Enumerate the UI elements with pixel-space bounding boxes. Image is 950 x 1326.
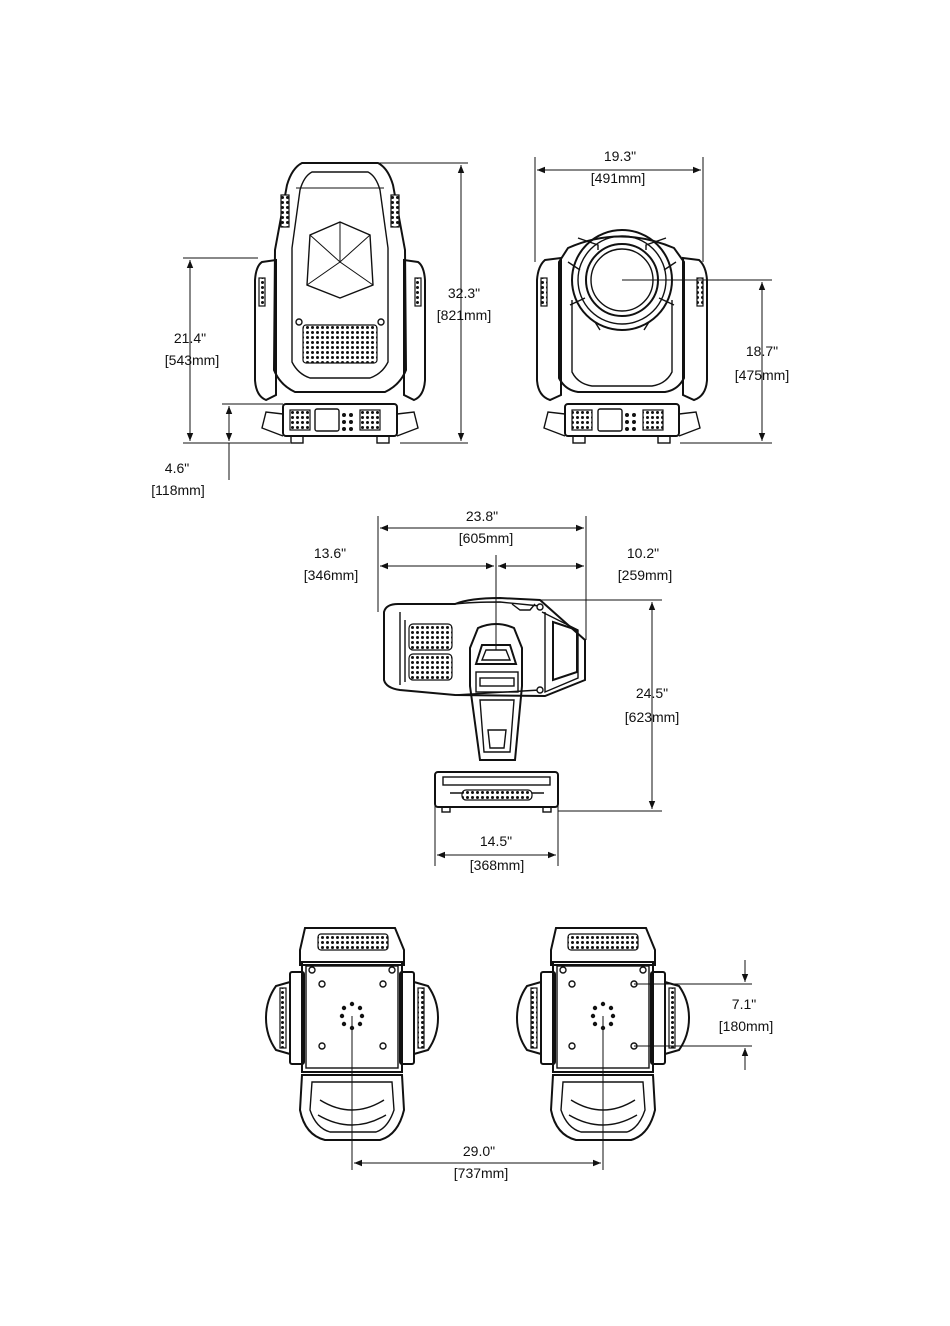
top-base-imperial: 14.5" — [480, 833, 512, 849]
front-base-metric: [118mm] — [151, 482, 204, 498]
top-vent-lower — [409, 654, 452, 680]
side-axis-metric: [475mm] — [735, 367, 789, 383]
side-view: 19.3" [491mm] 18.7" [475mm] — [535, 148, 789, 443]
bottom-view-right: 7.1" [180mm] — [517, 928, 773, 1140]
front-base-imperial: 4.6" — [165, 460, 189, 476]
bottom-spacing-metric: [737mm] — [454, 1165, 508, 1181]
top-height-metric: [623mm] — [625, 709, 679, 725]
top-vent-upper — [409, 624, 452, 650]
top-view: 23.8" [605mm] 13.6" [346mm] 10.2" [259mm… — [304, 508, 679, 873]
bottom-spacing-dimension: 29.0" [737mm] — [352, 1016, 603, 1181]
top-length-metric: [605mm] — [459, 530, 513, 546]
top-front-imperial: 13.6" — [314, 545, 346, 561]
bottom-holes-metric: [180mm] — [719, 1018, 773, 1034]
front-height-imperial: 32.3" — [448, 285, 480, 301]
side-axis-imperial: 18.7" — [746, 343, 778, 359]
front-tilt-imperial: 21.4" — [174, 330, 206, 346]
top-front-metric: [346mm] — [304, 567, 358, 583]
front-display — [315, 409, 339, 431]
left-side-vent — [281, 195, 289, 227]
top-rear-metric: [259mm] — [618, 567, 672, 583]
bottom-holes-imperial: 7.1" — [732, 996, 756, 1012]
top-length-imperial: 23.8" — [466, 508, 498, 524]
top-height-imperial: 24.5" — [636, 685, 668, 701]
side-width-imperial: 19.3" — [604, 148, 636, 164]
right-side-vent — [391, 195, 399, 227]
side-width-metric: [491mm] — [591, 170, 645, 186]
front-tilt-metric: [543mm] — [165, 352, 219, 368]
top-rear-imperial: 10.2" — [627, 545, 659, 561]
bottom-spacing-imperial: 29.0" — [463, 1143, 495, 1159]
top-base-metric: [368mm] — [470, 857, 524, 873]
front-height-metric: [821mm] — [437, 307, 491, 323]
front-view: 32.3" [821mm] 21.4" [543mm] 4.6" [118mm] — [151, 163, 491, 498]
front-vent-mesh — [303, 325, 377, 363]
